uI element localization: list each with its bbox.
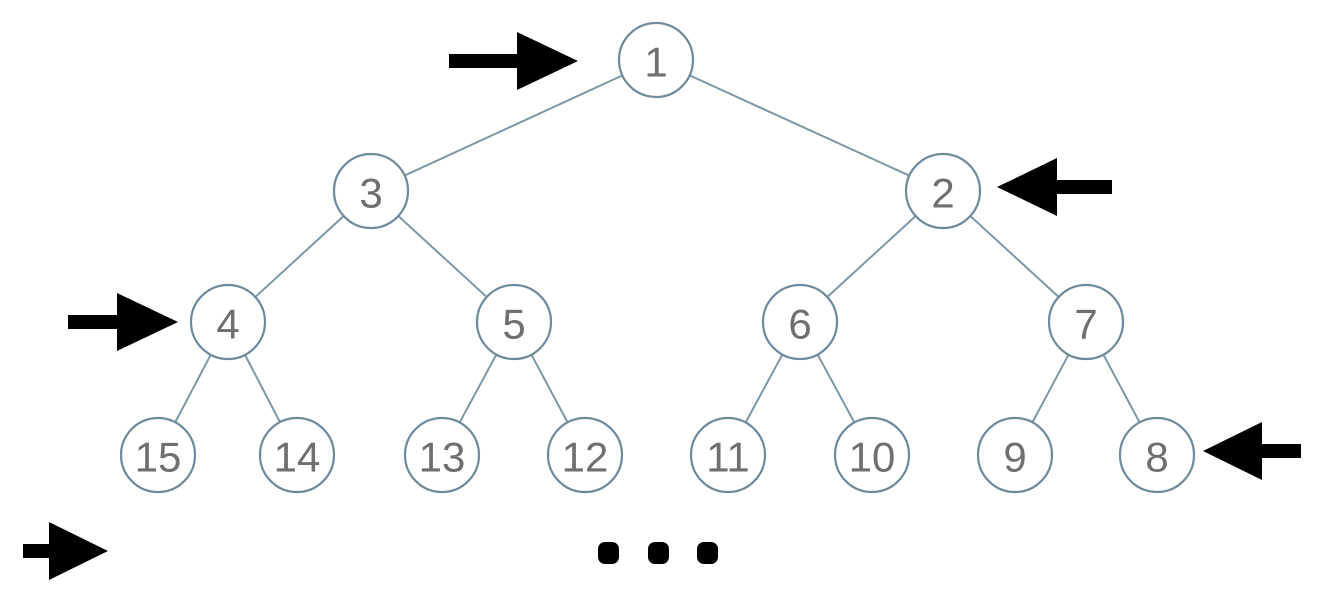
node-circle: [617, 21, 695, 99]
arrow-left-icon: [997, 158, 1112, 216]
tree-node-9: 9: [976, 416, 1054, 494]
node-label: 9: [1003, 434, 1026, 481]
tree-node-14: 14: [258, 416, 336, 494]
tree-node-3: 3: [332, 152, 410, 230]
tree-node-1: 1: [617, 21, 695, 99]
edge-1-2: [655, 59, 944, 192]
tree-node-6: 6: [761, 283, 839, 361]
node-label: 2: [931, 170, 954, 217]
ellipsis-dot: [697, 542, 718, 564]
node-circle: [904, 152, 982, 230]
node-circle: [119, 416, 197, 494]
node-label: 7: [1074, 301, 1097, 348]
tree-nodes: 1 3 2 4 5 6 7 15: [119, 21, 1196, 494]
traversal-arrows: [23, 32, 1301, 580]
node-circle: [475, 283, 553, 361]
node-circle: [332, 152, 410, 230]
node-circle: [1118, 416, 1196, 494]
tree-node-7: 7: [1047, 283, 1125, 361]
ellipsis-dots: [598, 542, 718, 564]
tree-node-4: 4: [189, 283, 267, 361]
node-label: 3: [359, 170, 382, 217]
node-label: 10: [849, 434, 896, 481]
node-circle: [976, 416, 1054, 494]
node-label: 6: [788, 301, 811, 348]
node-circle: [1047, 283, 1125, 361]
tree-node-5: 5: [475, 283, 553, 361]
node-circle: [689, 416, 767, 494]
node-label: 4: [216, 301, 239, 348]
node-circle: [833, 416, 911, 494]
tree-node-12: 12: [546, 416, 624, 494]
ellipsis-dot: [598, 542, 619, 564]
tree-node-2: 2: [904, 152, 982, 230]
arrow-left-icon: [1203, 422, 1301, 480]
arrow-right-icon: [449, 32, 578, 90]
node-label: 12: [562, 434, 609, 481]
node-label: 14: [274, 434, 321, 481]
node-label: 13: [419, 434, 466, 481]
node-label: 5: [502, 301, 525, 348]
node-label: 1: [644, 39, 667, 86]
node-circle: [546, 416, 624, 494]
ellipsis-dot: [648, 542, 669, 564]
tree-node-13: 13: [403, 416, 481, 494]
tree-node-8: 8: [1118, 416, 1196, 494]
edge-1-3: [370, 59, 657, 192]
tree-node-15: 15: [119, 416, 197, 494]
tree-node-11: 11: [689, 416, 767, 494]
node-circle: [189, 283, 267, 361]
arrow-right-icon: [23, 522, 108, 580]
node-label: 11: [706, 434, 750, 481]
node-circle: [761, 283, 839, 361]
arrow-right-icon: [68, 293, 178, 351]
tree-node-10: 10: [833, 416, 911, 494]
tree-edges: [157, 59, 1158, 456]
node-label: 8: [1145, 434, 1168, 481]
node-circle: [258, 416, 336, 494]
node-label: 15: [135, 434, 182, 481]
node-circle: [403, 416, 481, 494]
